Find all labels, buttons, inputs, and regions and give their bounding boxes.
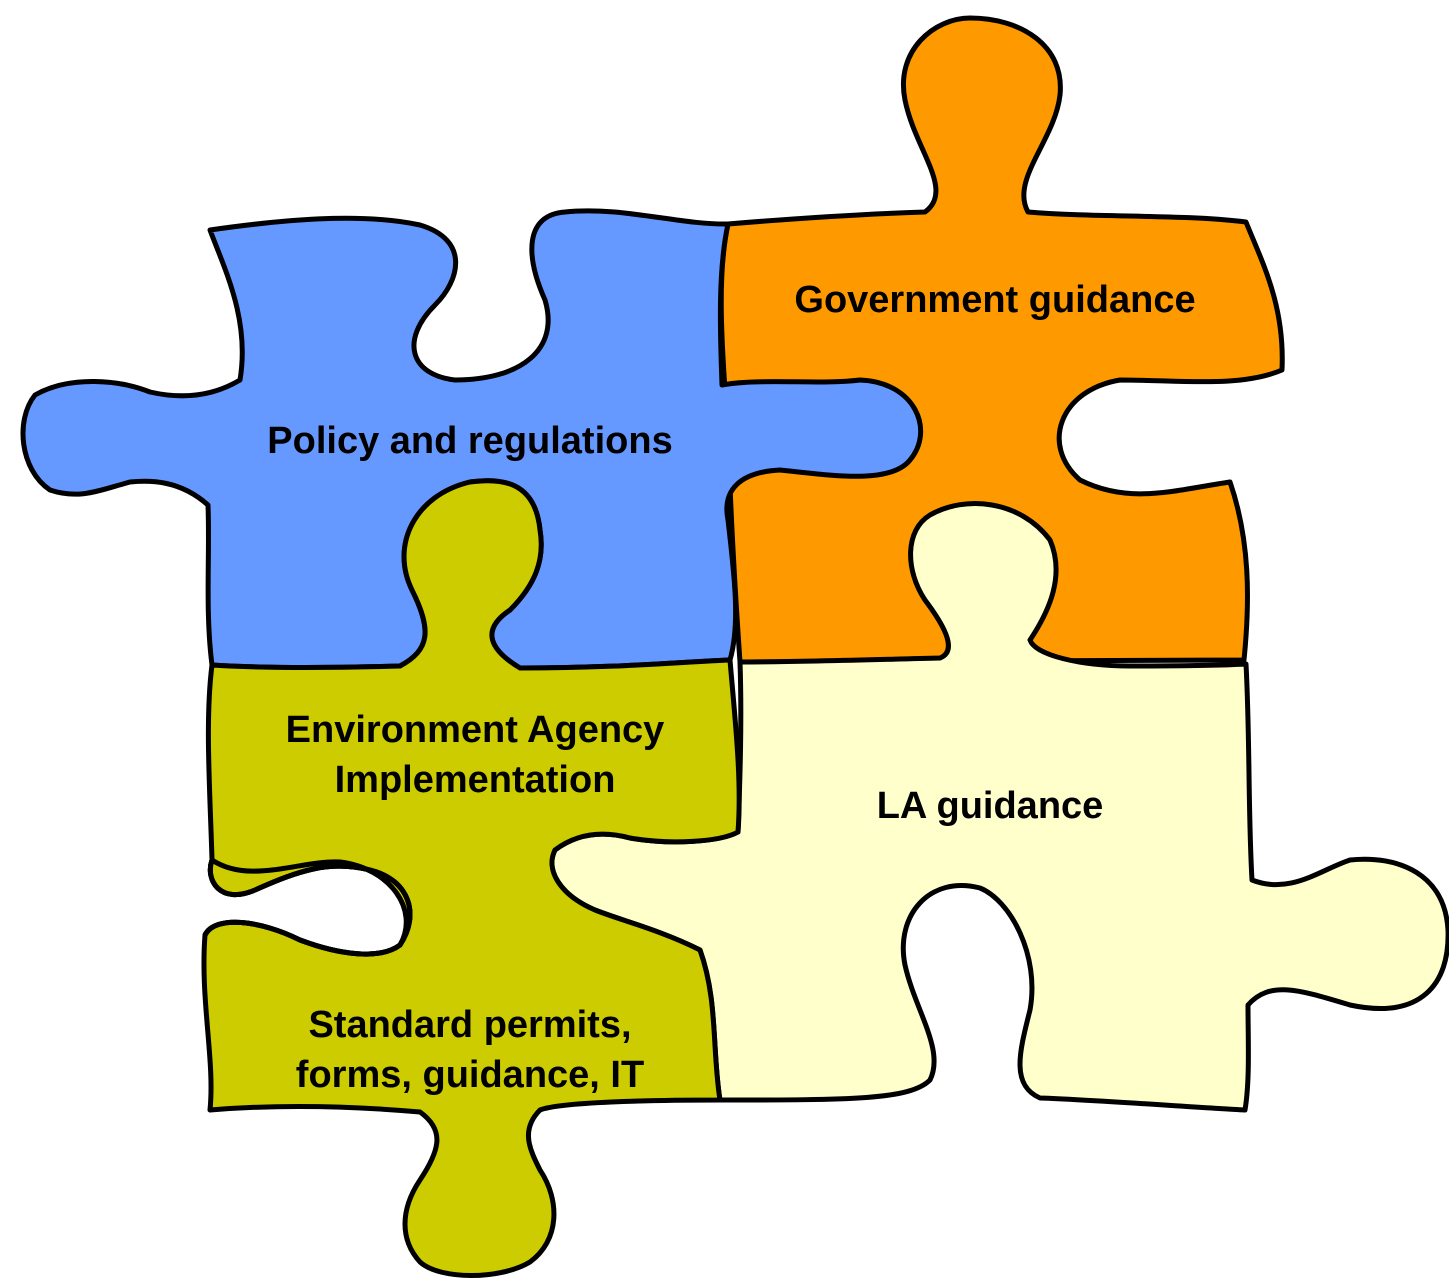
la-guidance-label: LA guidance [790, 781, 1190, 831]
government-guidance-text: Government guidance [794, 279, 1196, 321]
standard-label: Standard permits, forms, guidance, IT [220, 1000, 720, 1100]
standard-line-2: forms, guidance, IT [295, 1054, 645, 1096]
standard-line-1: Standard permits, [308, 1004, 632, 1046]
agency-line-1: Environment Agency [285, 709, 665, 751]
la-guidance-text: LA guidance [876, 785, 1104, 827]
policy-text: Policy and regulations [267, 420, 673, 462]
government-guidance-label: Government guidance [730, 275, 1260, 325]
agency-label: Environment Agency Implementation [220, 705, 730, 805]
policy-label: Policy and regulations [205, 416, 735, 466]
agency-standard-cut [202, 859, 413, 957]
agency-line-2: Implementation [334, 759, 616, 801]
